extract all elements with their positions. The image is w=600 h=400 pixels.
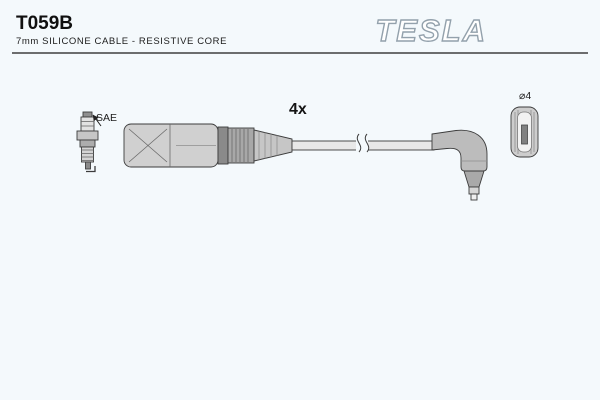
connector-cross-brace <box>128 128 168 163</box>
angled-connector <box>431 129 488 201</box>
straight-connector <box>123 123 293 168</box>
cap-stem <box>521 124 528 145</box>
connector-collar <box>217 126 229 165</box>
plug-hex-nut <box>76 130 99 141</box>
part-number: T059B <box>16 13 73 34</box>
cable <box>291 133 435 153</box>
connector-reducer <box>253 129 293 162</box>
terminal-cap <box>510 106 539 158</box>
cable-break-icon <box>356 133 362 153</box>
quantity-label: 4x <box>289 101 307 118</box>
diameter-label: ⌀4 <box>519 90 531 102</box>
cable-break-icon <box>364 133 370 153</box>
plug-insulator <box>80 116 95 132</box>
sae-label: SAE <box>96 112 117 124</box>
plug-ground-strap <box>86 166 96 173</box>
plug-thread <box>81 146 94 163</box>
boot-tip-contact <box>470 193 478 201</box>
sae-pointer-arrow-icon <box>92 114 102 127</box>
plug-terminal <box>82 111 93 118</box>
plug-shell <box>79 139 96 148</box>
brand-logo: TESLA <box>375 13 487 48</box>
boot-tip <box>468 186 480 195</box>
header: T059B 7mm SILICONE CABLE - RESISTIVE COR… <box>12 12 588 54</box>
plug-electrode <box>85 161 91 170</box>
subtitle: 7mm SILICONE CABLE - RESISTIVE CORE <box>16 36 227 47</box>
spark-plug-icon <box>76 111 99 173</box>
